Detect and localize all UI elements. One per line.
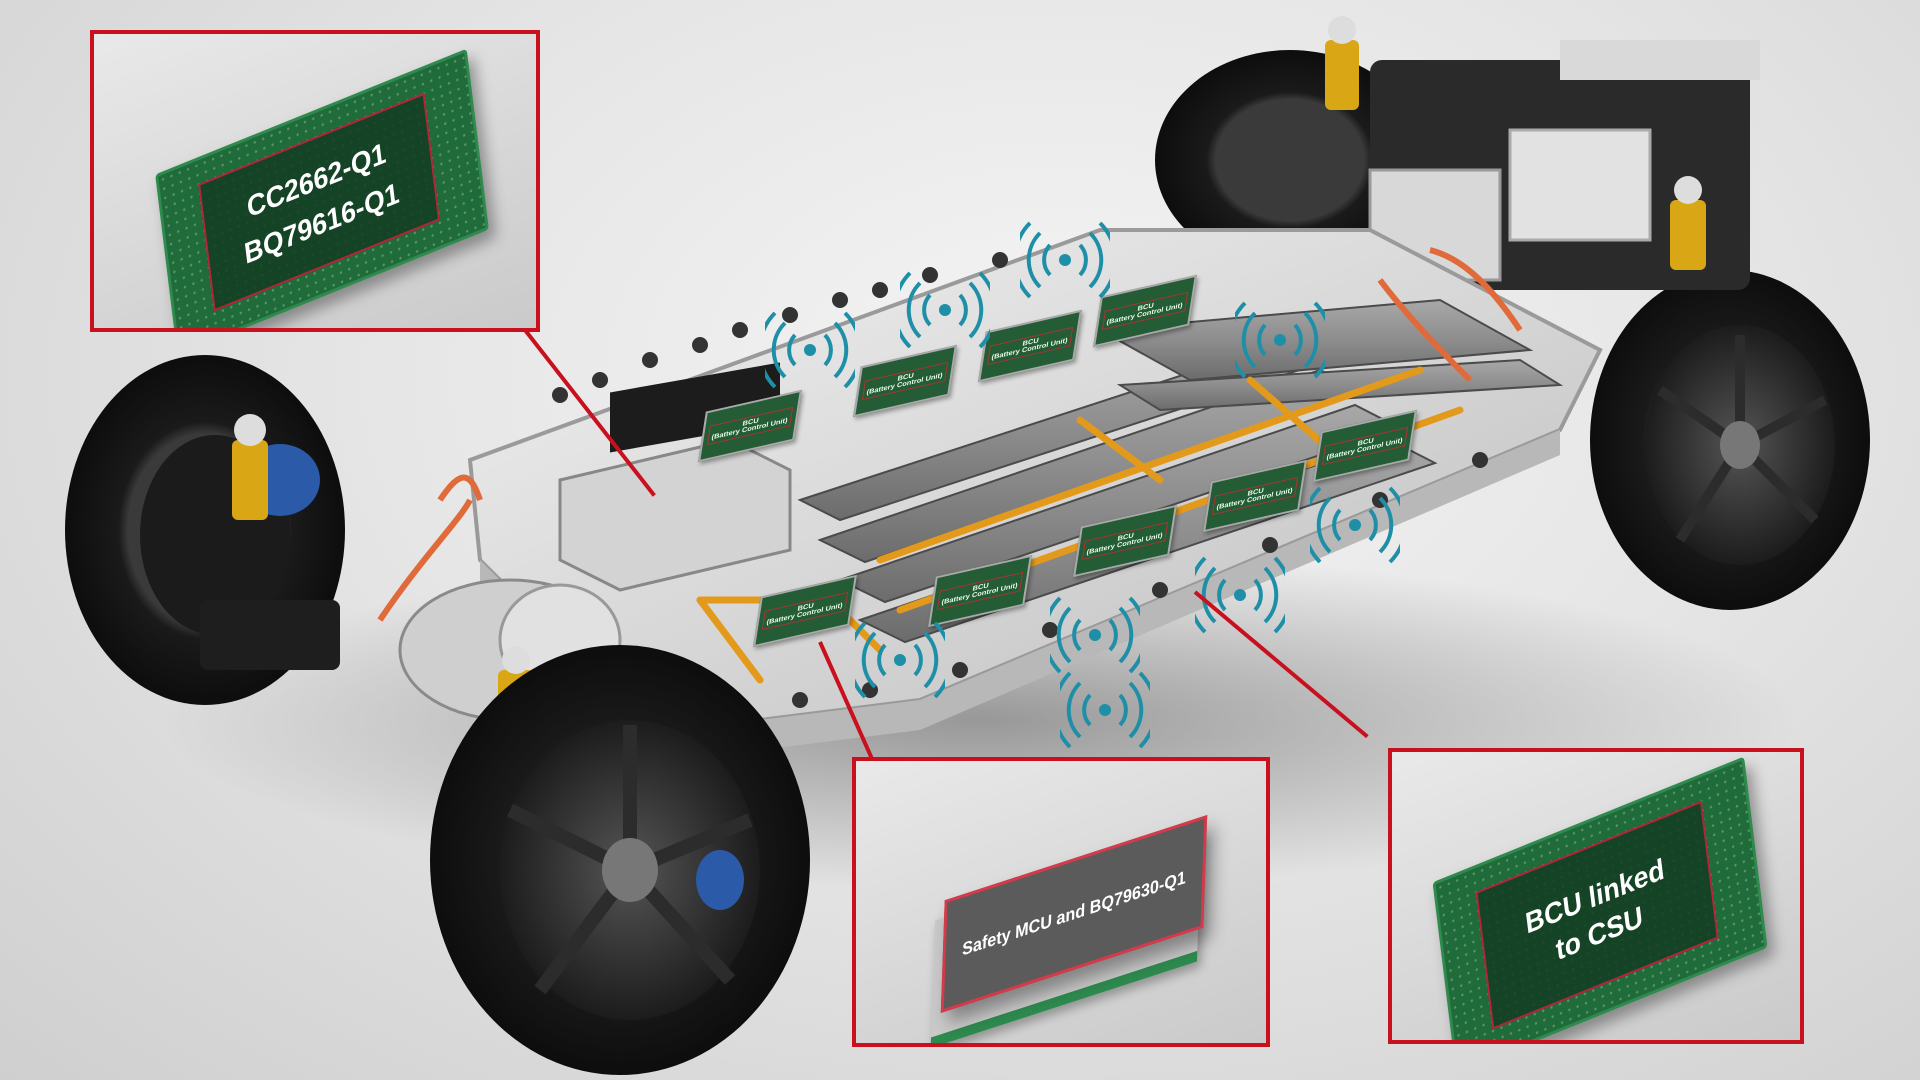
wifi-signal-icon [900, 271, 990, 349]
wifi-signal-icon [1020, 221, 1110, 299]
wifi-signal-icon [1235, 301, 1325, 379]
wifi-signal-icon [855, 621, 945, 699]
wifi-signal-icon [765, 311, 855, 389]
pcb-board: CC2662-Q1 BQ79616-Q1 [155, 48, 489, 328]
wifi-signal-icon [1310, 486, 1400, 564]
callout-cc2662-bq79616: CC2662-Q1 BQ79616-Q1 [90, 30, 540, 332]
wifi-signal-icon [1195, 556, 1285, 634]
wifi-signal-icon [1050, 596, 1140, 674]
pcb-board: BCU linked to CSU [1432, 756, 1768, 1040]
callout-safety-mcu-bq79630: Safety MCU and BQ79630-Q1 [852, 757, 1270, 1047]
wifi-signal-icon [1060, 671, 1150, 749]
callout-bcu-linked-to-csu: BCU linked to CSU [1388, 748, 1804, 1044]
